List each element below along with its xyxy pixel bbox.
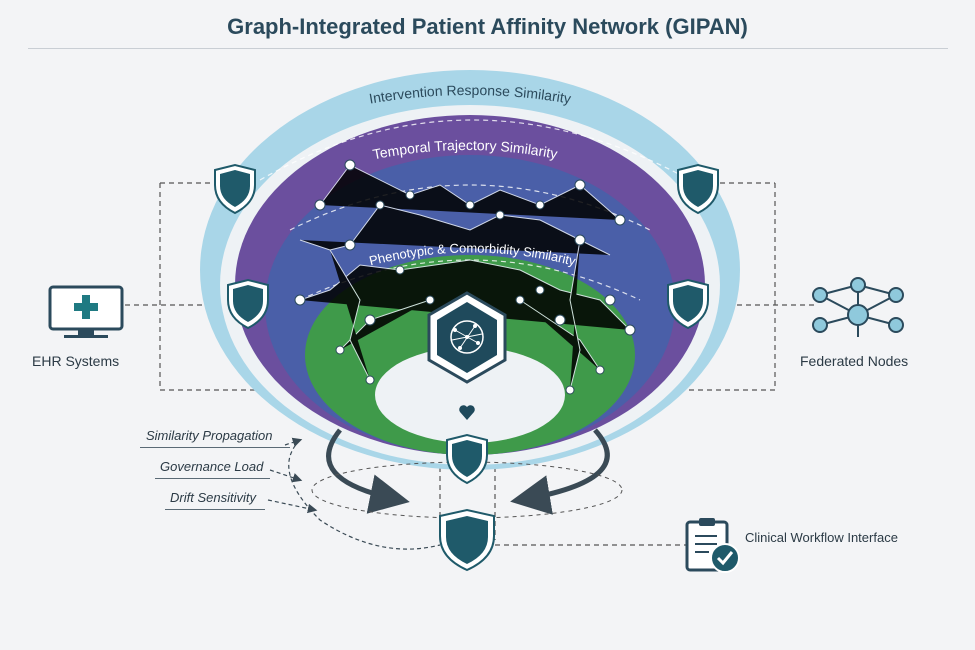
clinical-workflow-label: Clinical Workflow Interface bbox=[745, 530, 898, 545]
network-nodes-icon bbox=[812, 277, 904, 337]
heart-icon bbox=[459, 405, 475, 420]
central-graph-hub-icon bbox=[427, 291, 507, 384]
metric-governance-load: Governance Load bbox=[160, 459, 264, 474]
metric-drift-sensitivity: Drift Sensitivity bbox=[170, 490, 256, 505]
clipboard-check-icon bbox=[685, 518, 740, 573]
metric-underline bbox=[165, 509, 265, 510]
metric-underline bbox=[140, 447, 290, 448]
metric-underline bbox=[155, 478, 270, 479]
feedback-loop-arrows bbox=[326, 428, 610, 515]
metric-arrows bbox=[267, 437, 441, 550]
metric-similarity-propagation: Similarity Propagation bbox=[146, 428, 273, 443]
network-nodes bbox=[294, 159, 636, 395]
monitor-plus-icon bbox=[48, 285, 124, 338]
title-divider bbox=[28, 48, 948, 49]
governance-shields bbox=[214, 163, 719, 572]
page-title: Graph-Integrated Patient Affinity Networ… bbox=[227, 14, 748, 39]
ehr-systems-label: EHR Systems bbox=[32, 353, 120, 369]
federated-nodes-label: Federated Nodes bbox=[800, 353, 909, 369]
network-edges bbox=[299, 164, 631, 391]
